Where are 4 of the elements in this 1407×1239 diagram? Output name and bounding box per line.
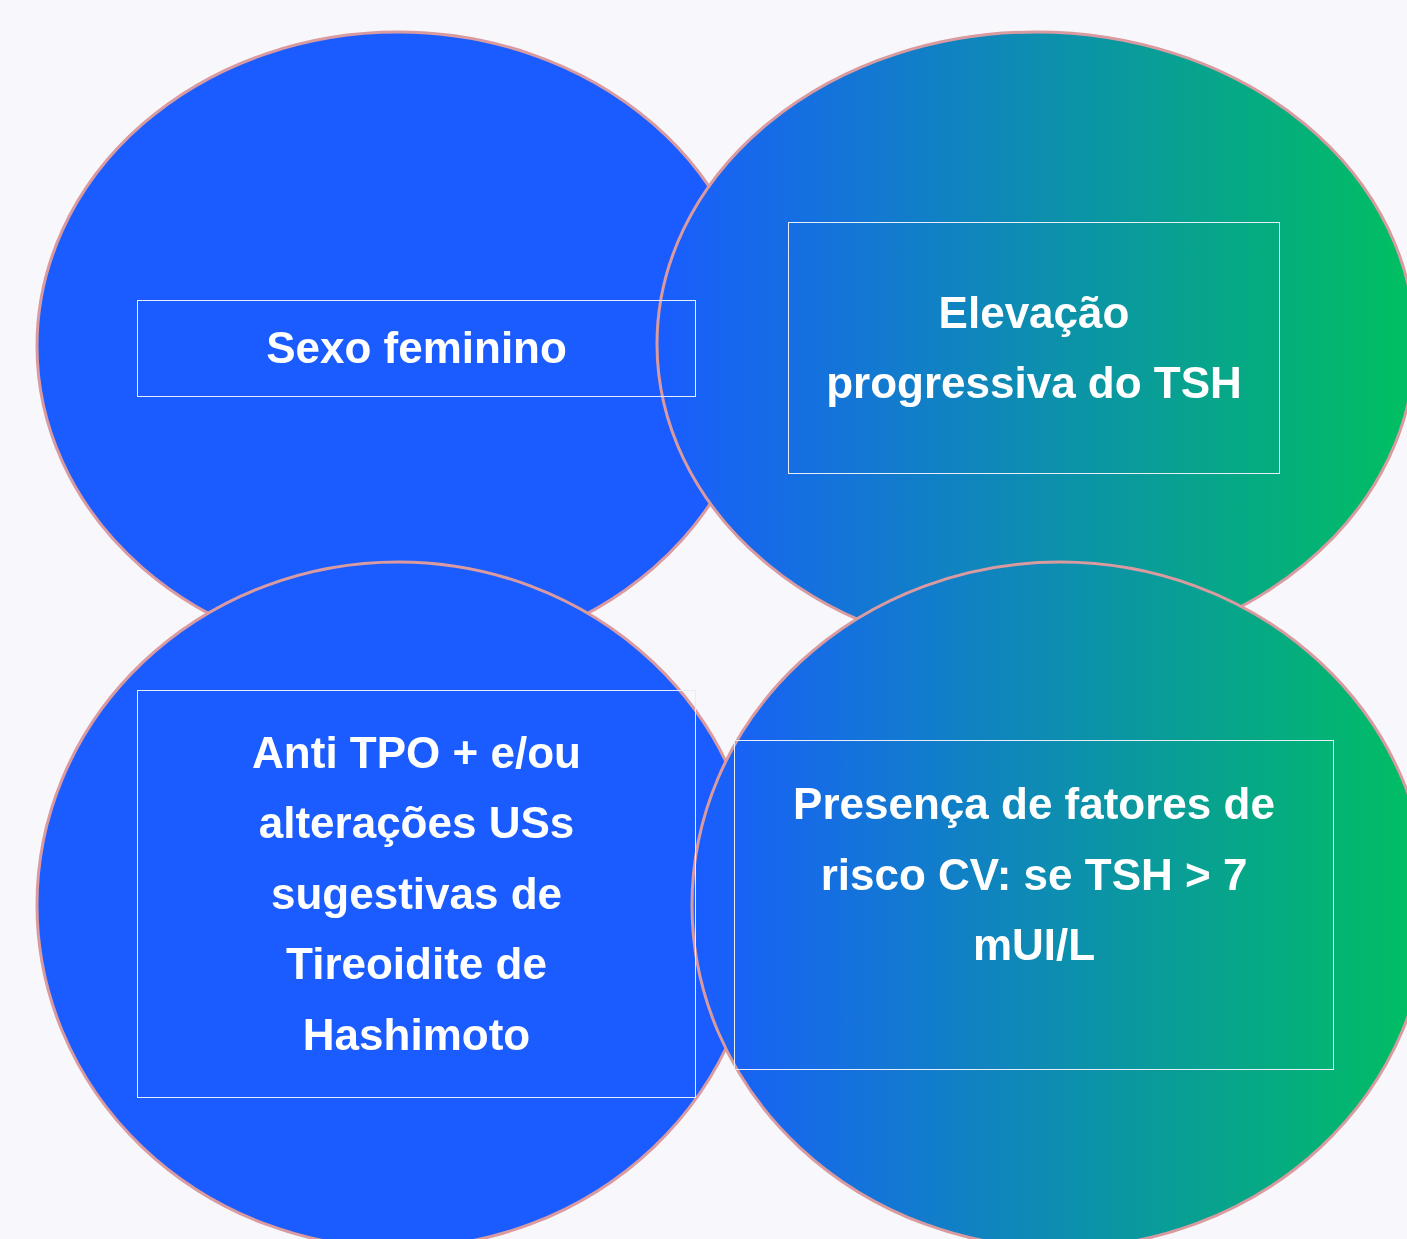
- node-text: Elevação progressiva do TSH: [825, 286, 1243, 409]
- node-text: Anti TPO + e/ou alterações USs sugestivas de Tireoidite de Hashimoto: [251, 727, 582, 1061]
- node-text: Presença de fatores de risco CV: se TSH > 7 mUI/L: [792, 778, 1276, 972]
- node-text: Sexo feminino: [266, 322, 567, 375]
